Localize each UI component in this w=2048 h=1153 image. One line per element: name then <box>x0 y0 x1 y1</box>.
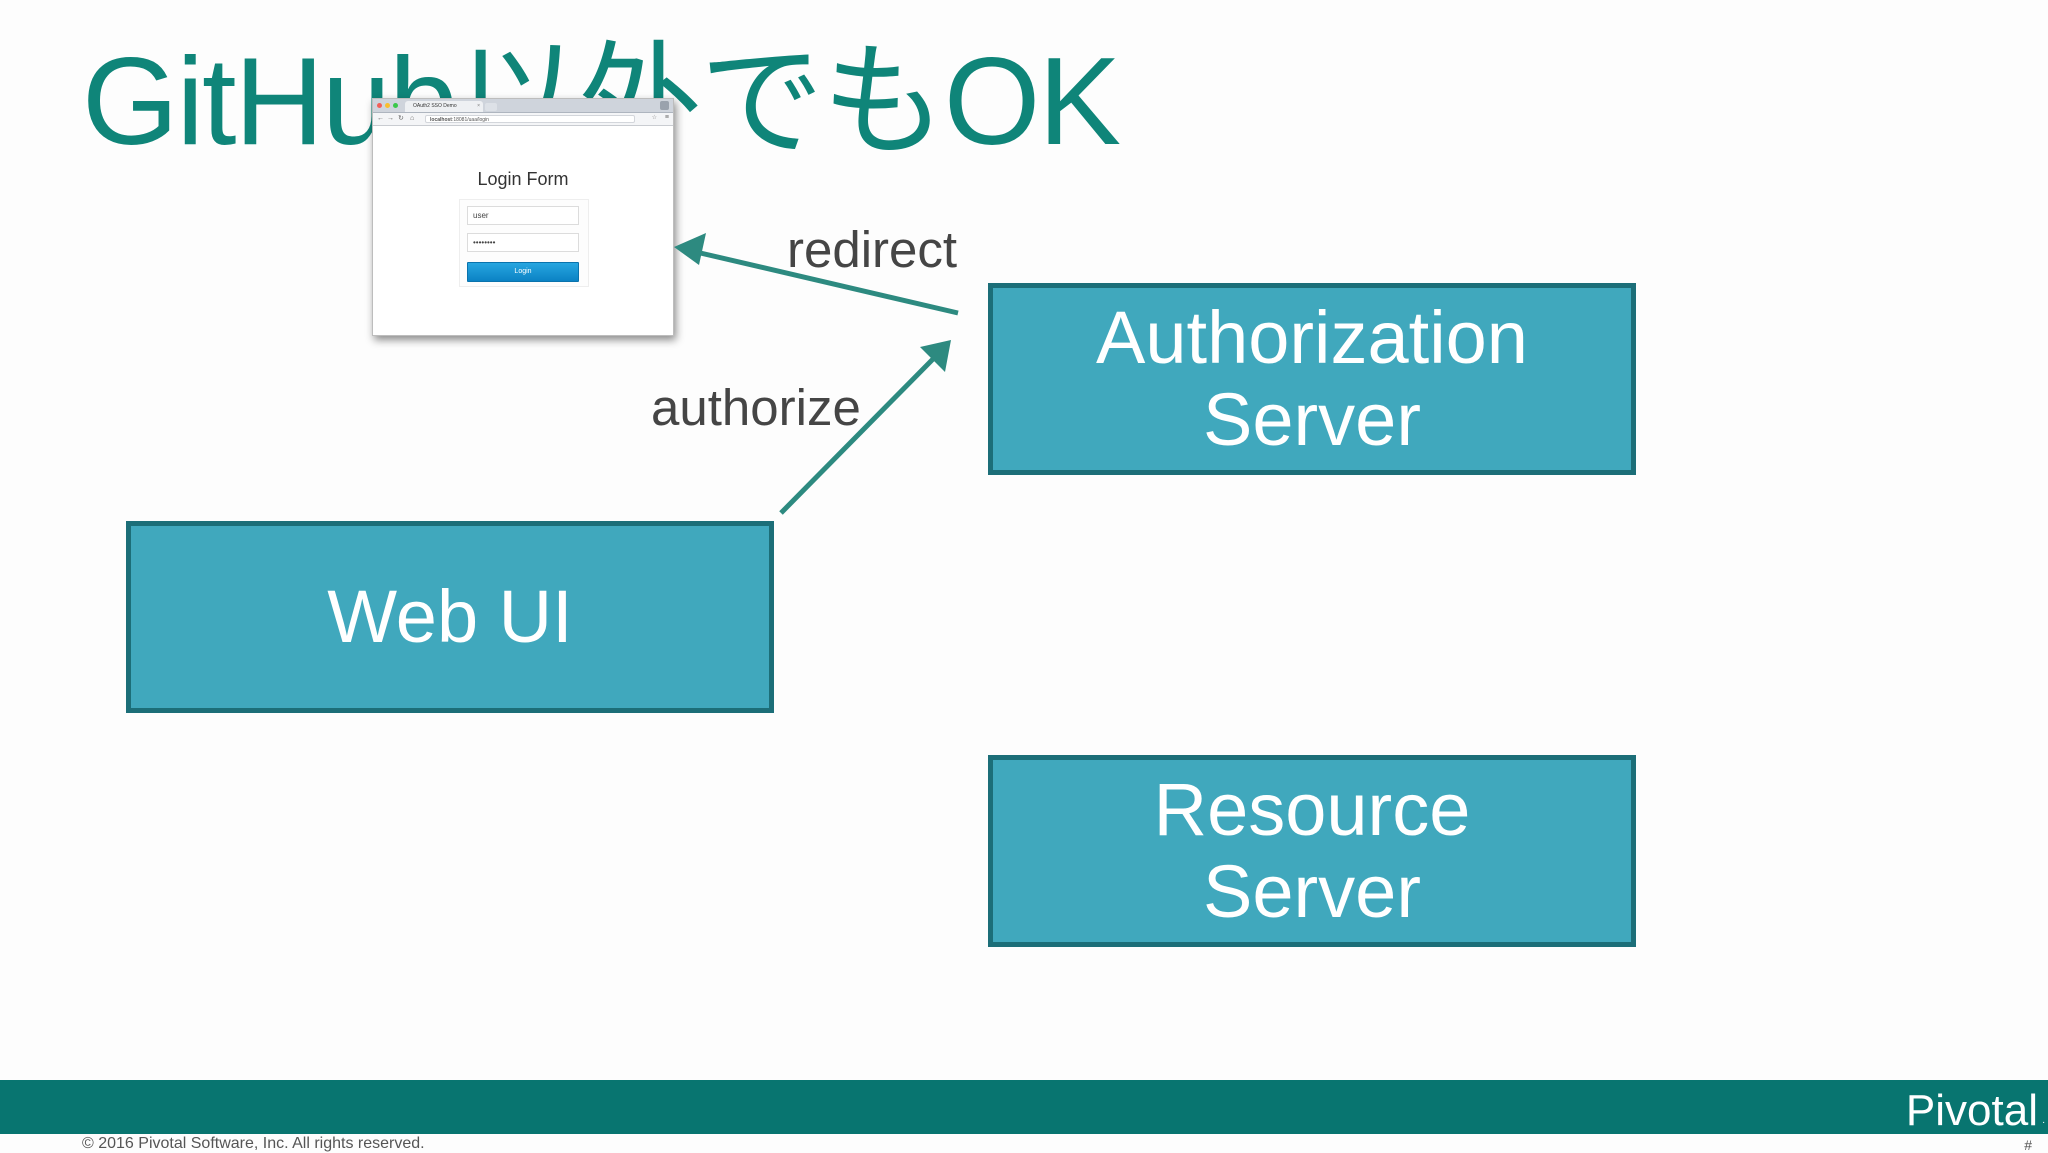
authorize-arrow <box>779 340 951 515</box>
login-form-title: Login Form <box>477 169 569 189</box>
minimize-window-icon <box>385 103 390 108</box>
resource-server-label-line2: Server <box>1203 850 1421 933</box>
forward-icon: → <box>387 115 394 122</box>
pivotal-logo: Pivotal . <box>1905 1086 2045 1136</box>
login-browser-screenshot: OAuth2 SSO Demo × ← → ↻ ⌂ localhost:1808… <box>372 98 674 336</box>
back-icon: ← <box>377 115 384 122</box>
web-ui-box: Web UI <box>126 521 774 713</box>
login-form: user •••••••• Login <box>459 199 589 287</box>
url-host: localhost <box>430 117 452 123</box>
resource-server-box: Resource Server <box>988 755 1636 947</box>
browser-tab-title: OAuth2 SSO Demo <box>413 103 457 109</box>
browser-tab: OAuth2 SSO Demo × <box>405 101 483 112</box>
maximize-window-icon <box>393 103 398 108</box>
authorization-server-box: Authorization Server <box>988 283 1636 475</box>
tab-close-icon: × <box>477 103 480 109</box>
trademark-mark: . <box>2042 1115 2045 1126</box>
bookmark-star-icon: ☆ <box>651 115 657 121</box>
username-field: user <box>467 206 579 225</box>
login-button: Login <box>467 262 579 282</box>
address-bar: localhost:18081/uaa/login <box>425 115 635 123</box>
authorize-label: authorize <box>651 379 861 436</box>
brand-name: Pivotal <box>1905 1086 2038 1135</box>
redirect-arrow <box>674 233 959 316</box>
new-tab-icon <box>485 103 497 111</box>
web-ui-label: Web UI <box>327 575 573 658</box>
password-field: •••••••• <box>467 233 579 252</box>
browser-tab-bar: OAuth2 SSO Demo × <box>373 99 673 113</box>
resource-server-label-line1: Resource <box>1153 768 1471 851</box>
authorization-server-label-line2: Server <box>1203 378 1421 461</box>
redirect-label: redirect <box>787 221 958 278</box>
close-window-icon <box>377 103 382 108</box>
copyright-notice: © 2016 Pivotal Software, Inc. All rights… <box>82 1135 425 1152</box>
authorization-server-label-line1: Authorization <box>1096 296 1528 379</box>
browser-toolbar: ← → ↻ ⌂ localhost:18081/uaa/login ☆ ≡ <box>373 113 673 126</box>
menu-icon: ≡ <box>664 114 669 121</box>
home-icon: ⌂ <box>410 115 415 122</box>
url-path: :18081/uaa/login <box>451 117 489 123</box>
footer-bar: Pivotal . <box>0 1080 2048 1136</box>
page-number: # <box>2024 1137 2032 1153</box>
profile-icon <box>660 101 669 110</box>
reload-icon: ↻ <box>398 115 404 122</box>
